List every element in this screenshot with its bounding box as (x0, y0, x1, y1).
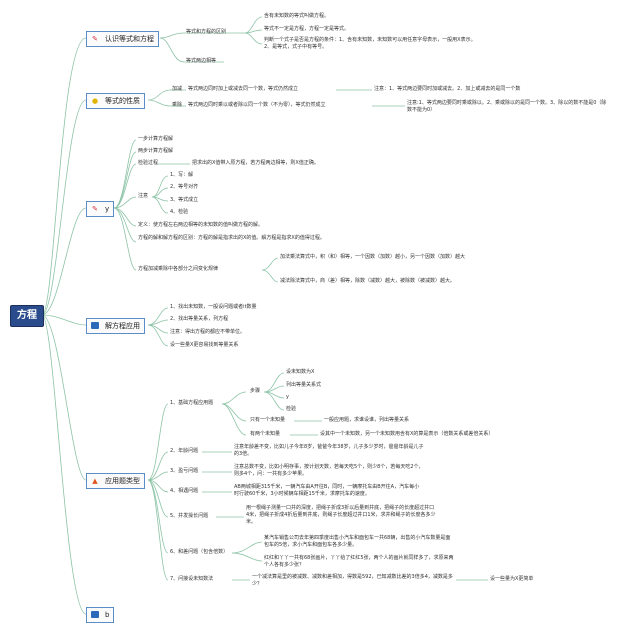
node-holds[interactable]: 3、等式成立 (170, 197, 199, 203)
node-definition[interactable]: 含有未知数的等式叫做方程。 (264, 13, 330, 19)
node-indirect-unknown[interactable]: 7、问接设未知数法 (170, 576, 214, 582)
topic-recognize-equations[interactable]: ✎ 认识等式和方程 (86, 31, 159, 47)
node-steps[interactable]: 步骤 (250, 388, 261, 394)
topic-problem-types[interactable]: ▲ 应用题类型 (86, 473, 145, 489)
node-verify[interactable]: 4、检验 (170, 209, 189, 215)
node-step-y[interactable]: y (286, 394, 289, 400)
node-surplus-problem[interactable]: 3、盈亏问题 (170, 468, 199, 474)
node-two-unknowns-desc[interactable]: 设其中一个未知数，另一个未知数用含有X的算是表示（倍数关系或差倍关系） (320, 431, 494, 437)
topic-equation-properties[interactable]: ● 等式的性质 (86, 93, 145, 109)
node-multiply-divide[interactable]: 乘除 (172, 102, 183, 108)
node-meeting-problem[interactable]: 4、相遇问题 (170, 488, 199, 494)
node-solution-diff[interactable]: 方程的解和解方程的区别：方程的解是指求出的X的值。解方程是指求X的值得过程。 (138, 235, 325, 241)
node-two-unknowns[interactable]: 有两个未知量 (250, 431, 281, 437)
node-one-step[interactable]: 一步计算方程解 (138, 136, 174, 142)
root-topic[interactable]: 方程 (10, 305, 44, 327)
node-age-desc[interactable]: 注意年龄差不变，比如儿子今年8岁，爸爸今年38岁，儿子多少岁时，爸爸年龄是儿子的… (234, 444, 424, 457)
node-attention[interactable]: 注意 (138, 193, 149, 199)
topic-label: 等式的性质 (105, 97, 140, 105)
topic-y[interactable]: ✎ y (86, 201, 115, 217)
node-conditions[interactable]: 判断一个式子是否是方程的条件：1、含有未知数，未知数可以用任意字母表示，一般用X… (264, 37, 476, 50)
topic-label: 应用题类型 (105, 477, 140, 485)
lightbulb-icon: ● (91, 97, 99, 105)
node-well-desc[interactable]: 用一根绳子测量一口井的深度，把绳子折成3折以后量到井底，把绳子的长度超过井口4米… (246, 505, 436, 525)
node-basic-problems[interactable]: 1、基础方程应用题 (170, 400, 214, 406)
topic-b[interactable]: b (86, 607, 115, 623)
node-set-x[interactable]: 设一些量X更容易找到等量关系 (170, 342, 239, 348)
node-two-step[interactable]: 两步计算方程解 (138, 148, 174, 154)
flag-icon (91, 322, 99, 329)
node-no-units[interactable]: 注意：得出方程的都应不带单位。 (170, 329, 246, 335)
node-add-subtract[interactable]: 加减 (172, 86, 183, 92)
node-well-problem[interactable]: 5、并发操长问题 (170, 513, 209, 519)
node-add-note[interactable]: 注意：1、等式两边要同时加或减去。2、加上或减去的是同一个数 (374, 86, 521, 92)
node-equal-sides[interactable]: 等式两边相等 (186, 58, 217, 64)
pencil-icon: ✎ (92, 205, 98, 213)
topic-label: 解方程应用 (105, 322, 140, 330)
node-mul-note[interactable]: 注意:1、等式两边要同时乘或除以。2、乘或除以的是同一个数。3、除以的数不能是0… (407, 100, 607, 113)
node-step-check[interactable]: 检验 (286, 406, 297, 412)
topic-label: b (105, 611, 110, 619)
flag-icon (91, 611, 99, 618)
topic-label: y (105, 205, 110, 213)
node-difference[interactable]: 等式和方程的区别 (186, 29, 227, 35)
node-sum-diff-b[interactable]: 红红和丫丫一共有68张画片，丫丫给了红红5张，两个人的画片就同样多了，求原来两个… (264, 555, 454, 568)
topic-label: 认识等式和方程 (105, 35, 154, 43)
node-find-unknown[interactable]: 1、找出未知数，一般设问题或者it数量 (170, 304, 257, 310)
node-step-set-x[interactable]: 设未知数为X (286, 369, 315, 375)
node-one-unknown-desc[interactable]: 一般应用题，求谁设谁，列出等量关系 (324, 417, 410, 423)
node-indirect-tip[interactable]: 设一些量为X更简单 (490, 576, 534, 582)
flame-icon: ▲ (92, 477, 98, 485)
node-rule-sub-div[interactable]: 减法除法算式中，商（差）相等，除数（减数）越大，被除数（被减数）越大。 (280, 278, 456, 284)
node-indirect-desc[interactable]: 一个减法算是里的被减数、减数和差相加，得数是592，已知减数比差的3倍多4，减数… (252, 574, 453, 587)
node-relation[interactable]: 等式不一定是方程，方程一定是等式。 (264, 26, 350, 32)
node-check-desc[interactable]: 把求出的X值带入原方程，若方程两边相等，则X值正确。 (192, 160, 319, 166)
node-one-unknown[interactable]: 只有一个未知量 (250, 417, 286, 423)
node-age-problem[interactable]: 2、年龄问题 (170, 448, 199, 454)
topic-solve-application[interactable]: 解方程应用 (86, 318, 145, 334)
node-change-rule[interactable]: 方程加减乘除中各部分之间变化规律 (138, 266, 219, 272)
node-solution-def[interactable]: 定义：使方程左右两边相等的未知数的值叫做方程的解。 (138, 222, 264, 228)
node-align[interactable]: 2、等号对齐 (170, 184, 199, 190)
node-rule-add-mul[interactable]: 加法乘法算式中，积（和）相等，一个因数（加数）越小，另一个因数（加数）越大 (280, 254, 466, 260)
node-add-desc[interactable]: 等式两边同时加上或减去同一个数，等式仍然成立 (188, 86, 299, 92)
node-meeting-desc[interactable]: AB两城相距315千米，一辆汽车由A开往B，同时，一辆摩托车由B开往A，汽车每小… (234, 484, 420, 497)
node-surplus-desc[interactable]: 注意总数不变，比如小明存事，按计划天数，若每天吃5个，则少8个，若每天吃2个，则… (234, 464, 424, 477)
node-write[interactable]: 1、写：解 (170, 172, 194, 178)
node-check-process[interactable]: 检验过程 (138, 160, 159, 166)
node-mul-desc[interactable]: 等式两边同时乘以或者除以同一个数（不为零），等式仍然成立 (188, 102, 326, 108)
node-find-relation[interactable]: 2、找出等量关系，列方程 (170, 316, 229, 322)
pencil-icon: ✎ (92, 35, 98, 43)
node-sum-diff-problem[interactable]: 6、和差问题（包含倍数） (170, 549, 229, 555)
node-sum-diff-a[interactable]: 某汽车销售公司去年第四季度出售小汽车和面包车一共68辆，出售的小汽车数量是面包车… (264, 535, 451, 548)
node-step-relation[interactable]: 列出等量关系式 (286, 382, 322, 388)
